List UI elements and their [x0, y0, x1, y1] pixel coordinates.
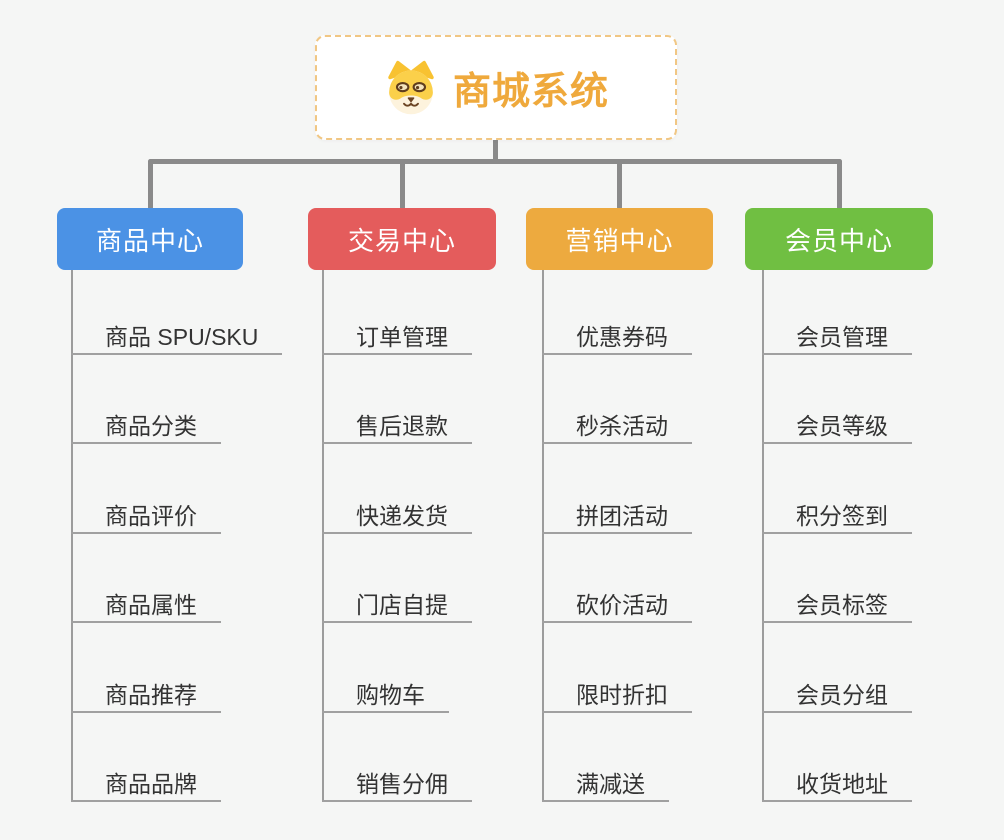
branch-header-product-center[interactable]: 商品中心	[57, 208, 243, 270]
leaf-item[interactable]: 满减送	[542, 768, 669, 802]
leaf-item[interactable]: 快递发货	[322, 500, 472, 534]
leaf-item[interactable]: 会员管理	[762, 321, 912, 355]
root-title: 商城系统	[452, 71, 609, 113]
leaf-item[interactable]: 砍价活动	[542, 589, 692, 623]
leaf-item[interactable]: 商品 SPU/SKU	[71, 321, 283, 355]
leaf-item[interactable]: 会员标签	[762, 589, 912, 623]
leaf-item[interactable]: 优惠券码	[542, 321, 692, 355]
leaf-item[interactable]: 购物车	[322, 679, 449, 713]
header-drop-line	[836, 159, 842, 210]
branch-header-marketing-center[interactable]: 营销中心	[526, 208, 713, 270]
header-drop-line	[399, 159, 405, 210]
header-drop-line	[147, 159, 153, 210]
leaf-item[interactable]: 商品品牌	[71, 768, 221, 802]
root-node[interactable]: 商城系统	[315, 35, 677, 140]
leaf-item[interactable]: 积分签到	[762, 500, 912, 534]
leaf-item[interactable]: 销售分佣	[322, 768, 472, 802]
leaf-item[interactable]: 售后退款	[322, 410, 472, 444]
branch-child-line	[322, 270, 324, 802]
bus-line	[147, 159, 842, 164]
leaf-item[interactable]: 商品分类	[71, 410, 221, 444]
leaf-item[interactable]: 收货地址	[762, 768, 912, 802]
leaf-item[interactable]: 拼团活动	[542, 500, 692, 534]
leaf-item[interactable]: 会员等级	[762, 410, 912, 444]
branch-child-line	[71, 270, 73, 802]
branch-header-trade-center[interactable]: 交易中心	[308, 208, 496, 270]
leaf-item[interactable]: 秒杀活动	[542, 410, 692, 444]
dog-face-icon	[383, 60, 439, 116]
branch-header-member-center[interactable]: 会员中心	[745, 208, 933, 270]
leaf-item[interactable]: 会员分组	[762, 679, 912, 713]
header-drop-line	[617, 159, 622, 210]
leaf-item[interactable]: 限时折扣	[542, 679, 692, 713]
leaf-item[interactable]: 商品评价	[71, 500, 221, 534]
leaf-item[interactable]: 商品属性	[71, 589, 221, 623]
leaf-item[interactable]: 订单管理	[322, 321, 472, 355]
branch-child-line	[542, 270, 544, 802]
leaf-item[interactable]: 门店自提	[322, 589, 472, 623]
leaf-item[interactable]: 商品推荐	[71, 679, 221, 713]
branch-child-line	[762, 270, 764, 802]
root-drop-line	[493, 138, 498, 164]
